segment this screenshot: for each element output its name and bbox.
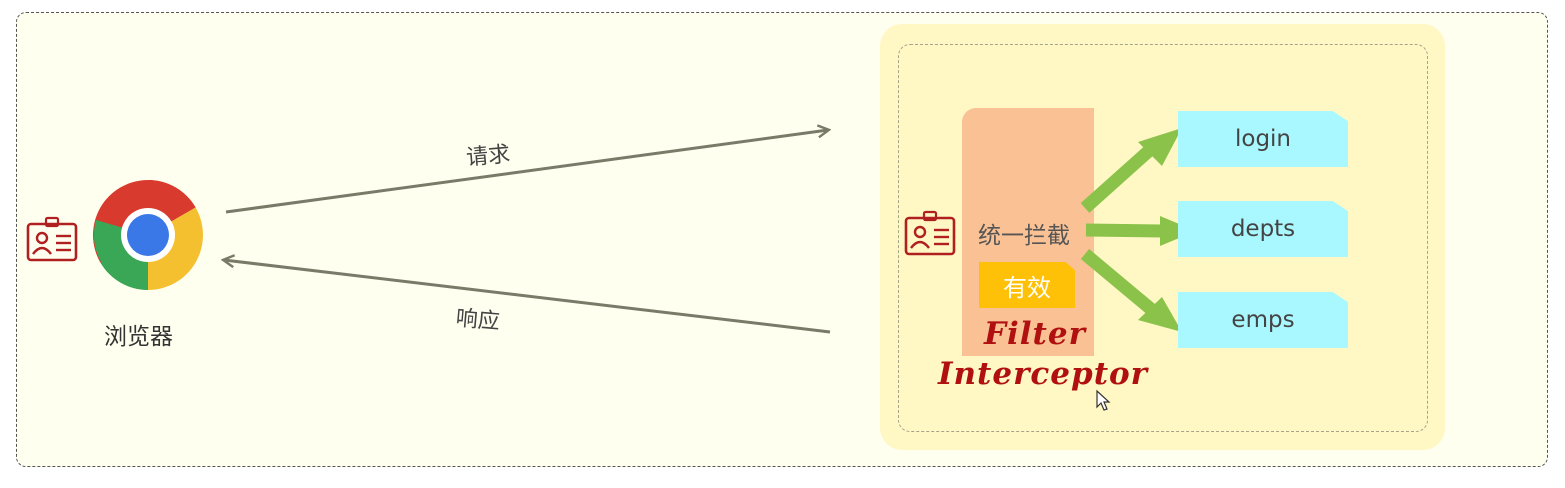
request-label: 请求	[465, 142, 512, 171]
cursor-icon	[1096, 389, 1111, 411]
response-arrow	[224, 260, 831, 334]
route-arrow-login	[1080, 128, 1182, 213]
endpoint-emps: emps	[1178, 292, 1348, 348]
endpoint-depts: depts	[1178, 201, 1348, 257]
endpoint-login: login	[1178, 111, 1348, 167]
effective-badge: 有效	[979, 262, 1075, 308]
unified-intercept-label: 统一拦截	[978, 223, 1070, 249]
filter-block	[962, 108, 1094, 356]
browser-label: 浏览器	[104, 324, 173, 350]
filter-label: Filter	[984, 316, 1086, 352]
token-icon	[26, 216, 78, 262]
interceptor-label: Interceptor	[938, 356, 1149, 392]
token-icon	[904, 210, 956, 256]
request-arrow	[225, 130, 828, 214]
server-inner-boundary	[898, 44, 1428, 432]
chrome-icon	[93, 180, 203, 290]
response-label: 响应	[454, 306, 501, 335]
route-arrow-emps	[1080, 249, 1182, 332]
